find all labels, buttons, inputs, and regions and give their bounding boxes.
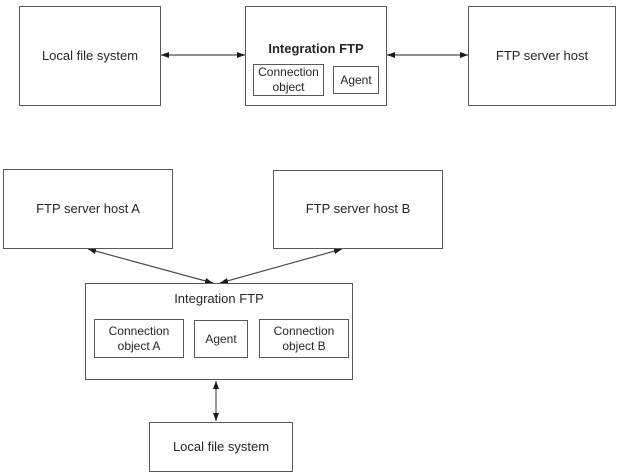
local-file-system-bottom-box: Local file system [149, 422, 293, 472]
local-file-system-label: Local file system [41, 47, 139, 63]
integration-ftp-title: Integration FTP [268, 41, 364, 56]
connection-object-a-label: Connection object A [108, 323, 170, 353]
agent-label: Agent [340, 72, 372, 87]
agent-bottom-label: Agent [205, 331, 237, 346]
ftp-server-host-b-box: FTP server host B [273, 170, 443, 249]
ftp-server-host-box: FTP server host [468, 6, 616, 106]
connection-object-b-label: Connection object B [273, 323, 335, 353]
arrow-host-b-to-integration [219, 248, 343, 284]
agent-box: Agent [333, 66, 379, 94]
connection-object-label: Connection object [258, 65, 319, 94]
arrow-host-a-to-integration [87, 248, 214, 284]
integration-ftp-box: Integration FTP Connection object Agent [245, 6, 387, 106]
ftp-server-host-b-label: FTP server host B [305, 201, 411, 217]
connection-object-b-box: Connection object B [259, 319, 349, 358]
integration-ftp-bottom-box: Integration FTP Connection object A Agen… [85, 283, 353, 380]
ftp-server-host-label: FTP server host [495, 47, 589, 63]
ftp-server-host-a-label: FTP server host A [36, 200, 140, 216]
local-file-system-bottom-label: Local file system [172, 438, 270, 454]
ftp-server-host-a-box: FTP server host A [3, 169, 173, 249]
integration-ftp-bottom-title: Integration FTP [174, 291, 264, 306]
connection-object-a-box: Connection object A [94, 319, 184, 358]
connection-object-box: Connection object [253, 64, 324, 96]
agent-bottom-box: Agent [194, 320, 248, 358]
local-file-system-box: Local file system [19, 6, 161, 106]
